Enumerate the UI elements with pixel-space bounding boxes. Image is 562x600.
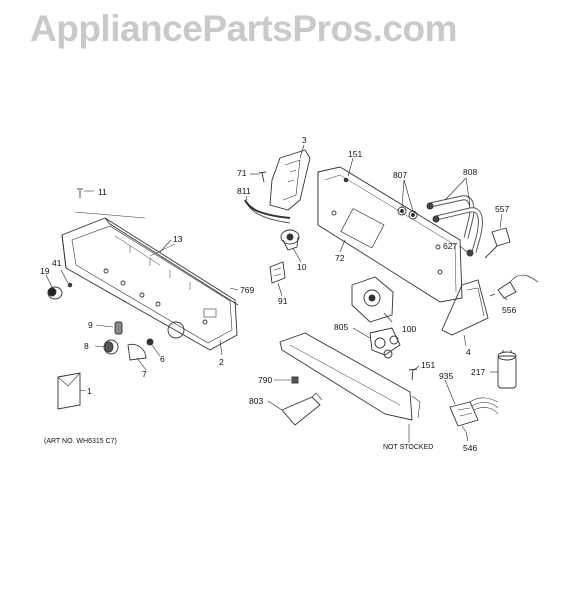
pressure-switch-10 — [280, 229, 300, 251]
booklet-1 — [57, 372, 81, 410]
part-label-100[interactable]: 100 — [402, 324, 417, 334]
connector-557 — [484, 227, 511, 259]
part-label-13[interactable]: 13 — [173, 234, 183, 244]
part-label-803[interactable]: 803 — [249, 396, 264, 406]
bracket-803 — [281, 392, 323, 426]
part-label-217[interactable]: 217 — [471, 367, 486, 377]
part-label-2[interactable]: 2 — [219, 357, 224, 367]
screw-71 — [258, 171, 267, 183]
part-label-556[interactable]: 556 — [502, 305, 517, 315]
part-label-151-top[interactable]: 151 — [348, 149, 363, 159]
capacitor-217 — [497, 350, 517, 389]
bracket-3 — [269, 149, 311, 211]
mounting-plate — [279, 332, 421, 421]
wire-harness-546 — [449, 397, 499, 433]
screw-11 — [77, 188, 94, 198]
part-label-807[interactable]: 807 — [393, 170, 408, 180]
part-label-811[interactable]: 811 — [237, 186, 251, 196]
wire-556 — [489, 274, 539, 299]
part-label-8[interactable]: 8 — [84, 341, 89, 351]
part-label-71[interactable]: 71 — [237, 168, 247, 178]
part-label-1[interactable]: 1 — [87, 386, 92, 396]
clip-91 — [269, 261, 286, 284]
part-label-9[interactable]: 9 — [88, 320, 93, 330]
part-label-790[interactable]: 790 — [258, 375, 273, 385]
nut-627 — [466, 249, 474, 257]
knob-19 — [47, 282, 73, 300]
leader-lines — [45, 144, 508, 443]
part-label-805[interactable]: 805 — [334, 322, 349, 332]
end-cap-4 — [441, 279, 489, 336]
part-label-10[interactable]: 10 — [297, 262, 307, 272]
clip-790 — [291, 376, 299, 384]
plugs-807 — [397, 206, 418, 220]
part-label-769[interactable]: 769 — [240, 285, 255, 295]
part-label-7[interactable]: 7 — [142, 369, 147, 379]
hose-811 — [244, 199, 291, 224]
control-panel-13 — [61, 211, 239, 351]
part-label-91[interactable]: 91 — [278, 296, 288, 306]
art-number-note: (ART NO. WH6315 C7) — [44, 438, 117, 445]
water-valve-805 — [369, 327, 401, 359]
part-label-19[interactable]: 19 — [40, 266, 50, 276]
not-stocked-note: NOT STOCKED — [383, 444, 434, 451]
rear-panel-72 — [317, 166, 463, 303]
part-label-41[interactable]: 41 — [52, 258, 62, 268]
watermark-logo: AppliancePartsPros.com — [30, 8, 457, 49]
part-label-6[interactable]: 6 — [160, 354, 165, 364]
part-label-546[interactable]: 546 — [463, 443, 478, 453]
part-label-11[interactable]: 11 — [98, 187, 107, 197]
part-label-627[interactable]: 627 — [443, 241, 458, 251]
knob-parts-6-9 — [103, 321, 154, 361]
part-label-3[interactable]: 3 — [302, 135, 307, 145]
part-label-935[interactable]: 935 — [439, 371, 454, 381]
part-label-808[interactable]: 808 — [463, 167, 478, 177]
part-label-72[interactable]: 72 — [335, 253, 345, 263]
timer-100 — [351, 276, 394, 323]
part-label-151-right[interactable]: 151 — [421, 360, 436, 370]
hoses-808 — [426, 195, 483, 253]
part-label-4[interactable]: 4 — [466, 347, 471, 357]
screw-151 — [408, 368, 418, 381]
part-label-557[interactable]: 557 — [495, 204, 510, 214]
